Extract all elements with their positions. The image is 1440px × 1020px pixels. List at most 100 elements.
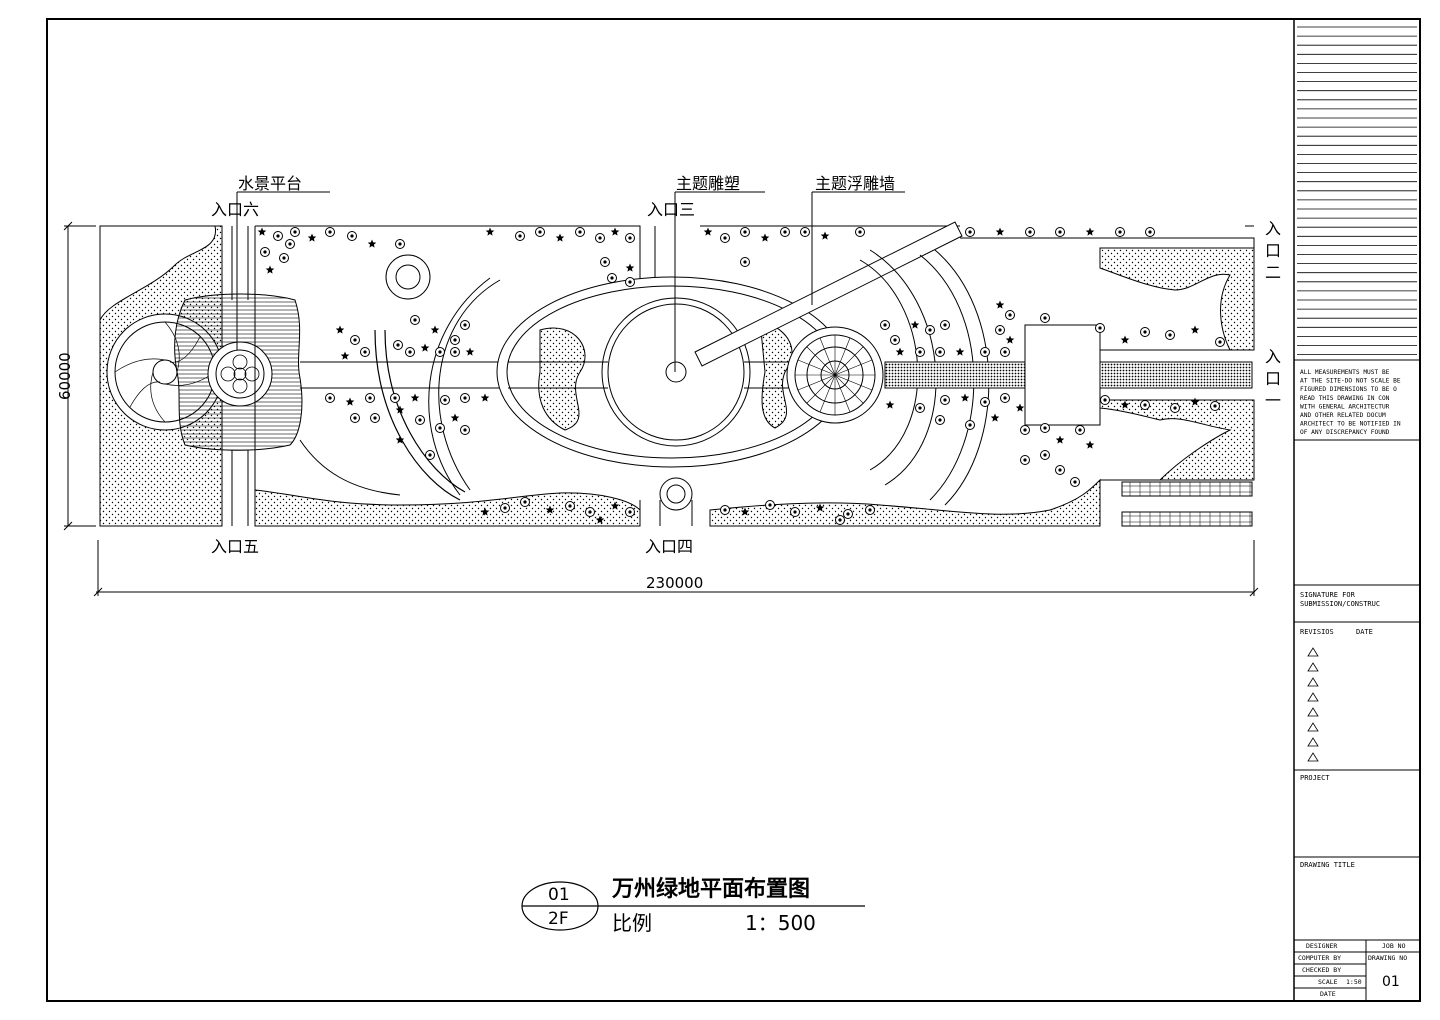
- tree-symbol-center: [968, 230, 972, 234]
- note-line: WITH GENERAL ARCHITECTUR: [1300, 403, 1390, 410]
- sheet-number: 01: [1382, 974, 1400, 990]
- tree-symbol: [420, 343, 430, 352]
- tree-symbol-center: [883, 323, 887, 327]
- tree-symbol-center: [803, 230, 807, 234]
- tree-symbol: [960, 393, 970, 402]
- tree-symbol: [995, 300, 1005, 309]
- tree-symbol: [815, 503, 825, 512]
- tree-symbol: [1085, 440, 1095, 449]
- tree-symbol-center: [1073, 480, 1077, 484]
- tree-symbol: [430, 325, 440, 334]
- tree-symbol-center: [628, 236, 632, 240]
- tree-symbol-center: [743, 260, 747, 264]
- note-line: AT THE SITE-DO NOT SCALE BE: [1300, 378, 1401, 385]
- signature-line: SIGNATURE FOR: [1300, 591, 1356, 599]
- entrance-6-label: 入口六: [211, 200, 259, 219]
- tree-symbol-center: [373, 416, 377, 420]
- tree-symbol-center: [1213, 404, 1217, 408]
- tree-symbol-center: [868, 508, 872, 512]
- tree-symbol-center: [288, 242, 292, 246]
- scale-value: 1：500: [745, 911, 816, 935]
- tree-symbol-center: [578, 230, 582, 234]
- tree-symbol: [625, 263, 635, 272]
- tree-symbol-center: [328, 396, 332, 400]
- revision-triangle-icon: [1307, 752, 1319, 762]
- tree-symbol-center: [293, 230, 297, 234]
- tree-symbol: [545, 505, 555, 514]
- drawing-title-label: DRAWING TITLE: [1300, 861, 1355, 869]
- note-line: FIGURED DIMENSIONS TO BE O: [1300, 386, 1397, 393]
- tree-symbol-center: [743, 230, 747, 234]
- tree-symbol-center: [418, 418, 422, 422]
- leader-lines: [236, 191, 905, 372]
- tree-symbol-center: [938, 418, 942, 422]
- tree-symbol: [1015, 403, 1025, 412]
- tree-symbol-center: [453, 350, 457, 354]
- tree-symbol: [450, 413, 460, 422]
- revision-triangle-icon: [1307, 647, 1319, 657]
- tree-symbol: [760, 233, 770, 242]
- tree-symbol: [1190, 325, 1200, 334]
- tree-symbol: [1120, 335, 1130, 344]
- tree-symbol-center: [368, 396, 372, 400]
- job-no-label: JOB NO: [1382, 942, 1406, 950]
- tree-symbol: [740, 507, 750, 516]
- tree-symbol-center: [1168, 333, 1172, 337]
- tree-symbol-center: [1148, 230, 1152, 234]
- revision-triangle-icon: [1307, 707, 1319, 717]
- tree-symbol-center: [1143, 403, 1147, 407]
- date-label: DATE: [1356, 628, 1373, 636]
- drawing-number: 01: [548, 885, 570, 905]
- tree-symbol-center: [628, 510, 632, 514]
- tree-symbol: [465, 347, 475, 356]
- tree-symbol: [367, 239, 377, 248]
- tree-symbol: [307, 233, 317, 242]
- note-line: ARCHITECT TO BE NOTIFIED IN: [1300, 421, 1401, 428]
- tree-symbol: [257, 227, 267, 236]
- entrance-3-label: 入口三: [647, 200, 695, 219]
- tree-symbol-center: [838, 518, 842, 522]
- entrance-1-char: 一: [1265, 391, 1281, 410]
- tree-symbol: [1005, 335, 1015, 344]
- tree-symbol-center: [396, 343, 400, 347]
- tree-symbol-center: [263, 250, 267, 254]
- note-line: AND OTHER RELATED DOCUM: [1300, 412, 1386, 419]
- tree-symbol-center: [938, 350, 942, 354]
- tree-symbol-center: [783, 230, 787, 234]
- tree-symbol: [990, 413, 1000, 422]
- tree-symbol: [610, 501, 620, 510]
- tree-symbol-center: [363, 350, 367, 354]
- theme-sculpture-label: 主题雕塑: [676, 174, 740, 193]
- tree-symbol-center: [413, 318, 417, 322]
- tree-symbol-center: [846, 512, 850, 516]
- entrance-2-char: 二: [1265, 263, 1281, 282]
- tree-symbol-center: [793, 510, 797, 514]
- tree-symbol-center: [1143, 330, 1147, 334]
- tree-symbol-center: [443, 398, 447, 402]
- tree-symbol: [395, 405, 405, 414]
- tree-symbol-center: [893, 338, 897, 342]
- entrance-4-label: 入口四: [645, 537, 693, 556]
- tree-symbol-center: [1003, 350, 1007, 354]
- tree-symbol-center: [723, 236, 727, 240]
- tree-symbol-center: [723, 508, 727, 512]
- tree-symbol-center: [438, 426, 442, 430]
- site-plan: [99, 221, 1255, 527]
- entrance-2-label: 入 口 二: [1265, 219, 1281, 282]
- revision-triangle-icon: [1307, 737, 1319, 747]
- project-label: PROJECT: [1300, 774, 1330, 782]
- tree-symbol-center: [943, 323, 947, 327]
- tree-symbol-center: [1043, 316, 1047, 320]
- tree-symbol-center: [983, 400, 987, 404]
- tree-symbol-center: [438, 350, 442, 354]
- tree-symbol: [910, 320, 920, 329]
- tree-symbol-center: [1023, 458, 1027, 462]
- tree-symbol-center: [768, 503, 772, 507]
- tree-symbol: [995, 227, 1005, 236]
- tree-symbol-center: [943, 398, 947, 402]
- tree-symbol-center: [918, 350, 922, 354]
- tree-symbol-center: [463, 323, 467, 327]
- tree-symbol: [820, 231, 830, 240]
- tree-symbol-center: [1173, 406, 1177, 410]
- tree-symbols: [257, 227, 1225, 525]
